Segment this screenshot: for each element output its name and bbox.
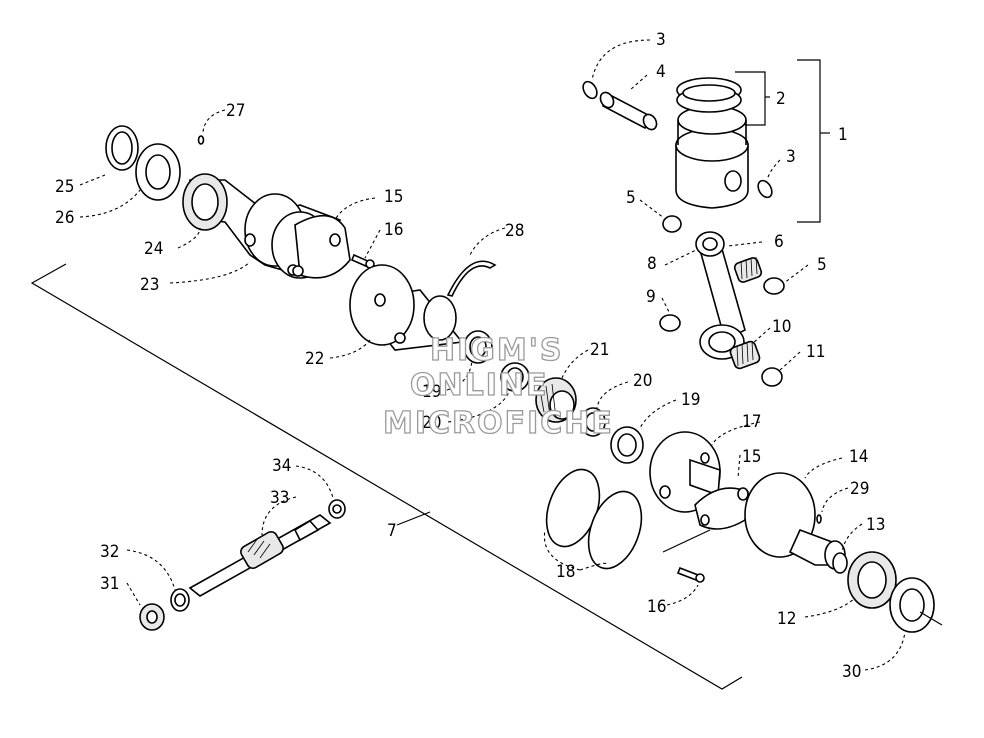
callout-34: 34 — [272, 456, 291, 476]
crankshaft-assembly-bracket — [30, 263, 743, 690]
piston-group-bracket — [735, 59, 830, 223]
piston-pin — [599, 91, 658, 131]
callout-1: 1 — [838, 125, 848, 145]
small-end-needle-bearing — [733, 256, 763, 283]
piston-pin-circlip-right — [757, 179, 773, 199]
callout-3-right: 3 — [786, 147, 796, 167]
crank-web-15-left — [292, 214, 351, 279]
watermark-line-2: ONLINE — [410, 368, 549, 403]
callout-7: 7 — [387, 521, 397, 541]
callout-28: 28 — [505, 221, 524, 241]
watermark-line-1: HIGM'S — [430, 333, 564, 368]
callout-22: 22 — [305, 349, 324, 369]
callout-30: 30 — [842, 662, 861, 682]
oil-seal-30 — [889, 577, 943, 633]
watermark: HIGM'S ONLINE MICROFICHE — [382, 332, 614, 441]
retaining-ring-18-right — [587, 490, 643, 570]
dowel-pin-27 — [197, 135, 205, 145]
thrust-washer-upper-left — [662, 215, 682, 233]
oil-seal-left-inner — [111, 131, 133, 165]
callout-21: 21 — [590, 340, 609, 360]
callout-6: 6 — [774, 232, 784, 252]
callout-8: 8 — [647, 254, 657, 274]
screw-16-upper — [350, 253, 375, 269]
callout-20-center: 20 — [422, 413, 441, 433]
callout-3-top: 3 — [656, 30, 666, 50]
callout-29: 29 — [850, 479, 869, 499]
o-ring-13 — [832, 552, 848, 574]
right-crank-half — [744, 472, 847, 570]
callout-25: 25 — [55, 177, 74, 197]
pump-gear-shaft — [188, 514, 332, 597]
callout-15-upper: 15 — [384, 187, 403, 207]
thrust-washer-upper-right — [763, 277, 785, 295]
center-crank — [349, 264, 464, 351]
callout-23: 23 — [140, 275, 159, 295]
big-end-needle-bearing — [729, 340, 761, 370]
callout-20-right: 20 — [633, 371, 652, 391]
callout-14: 14 — [849, 447, 868, 467]
washer-20-right-inner — [585, 412, 601, 432]
callout-labels: 1 2 3 3 4 5 5 6 7 8 9 10 11 12 13 14 15 … — [55, 30, 885, 682]
callout-15-lower: 15 — [742, 447, 761, 467]
callout-16-lower: 16 — [647, 597, 666, 617]
dowel-pin-29 — [816, 514, 822, 524]
callout-33: 33 — [270, 488, 289, 508]
callout-10: 10 — [772, 317, 791, 337]
callout-18: 18 — [556, 562, 575, 582]
callout-4: 4 — [656, 62, 666, 82]
callout-19-right: 19 — [681, 390, 700, 410]
thrust-washer-lower-right — [761, 367, 783, 387]
callout-9: 9 — [646, 287, 656, 307]
piston-rings — [676, 77, 742, 113]
needle-bearing-21 — [535, 377, 577, 423]
callout-24: 24 — [144, 239, 163, 259]
main-bearing-left-inner — [145, 154, 171, 190]
callout-leaders — [79, 39, 906, 671]
callout-5-right: 5 — [817, 255, 827, 275]
snap-ring-28 — [446, 260, 497, 297]
callout-16-upper: 16 — [384, 220, 403, 240]
callout-31: 31 — [100, 574, 119, 594]
callout-17: 17 — [742, 412, 761, 432]
bearing-19-right-inner — [617, 433, 637, 457]
callout-5-left: 5 — [626, 188, 636, 208]
callout-26: 26 — [55, 208, 74, 228]
washer-20-center-inner — [506, 367, 524, 387]
piston — [675, 105, 749, 209]
callout-32: 32 — [100, 542, 119, 562]
callout-11: 11 — [806, 342, 825, 362]
watermark-line-3: MICROFICHE — [383, 406, 614, 441]
callout-19-center: 19 — [422, 382, 441, 402]
callout-27: 27 — [226, 101, 245, 121]
bushing-32 — [170, 588, 190, 612]
piston-pin-circlip-left — [582, 80, 598, 100]
callout-13: 13 — [866, 515, 885, 535]
callout-2: 2 — [776, 89, 786, 109]
screw-16-lower — [662, 529, 711, 583]
thrust-washer-19-center-inner — [469, 336, 487, 358]
connecting-rod — [695, 231, 746, 360]
nut-31 — [139, 603, 165, 631]
crank-bearing-24 — [182, 173, 228, 231]
washer-34-inner — [332, 504, 342, 514]
thrust-washer-lower-left — [659, 314, 681, 332]
main-bearing-12 — [847, 551, 897, 609]
crank-web-17 — [649, 431, 721, 513]
callout-12: 12 — [777, 609, 796, 629]
